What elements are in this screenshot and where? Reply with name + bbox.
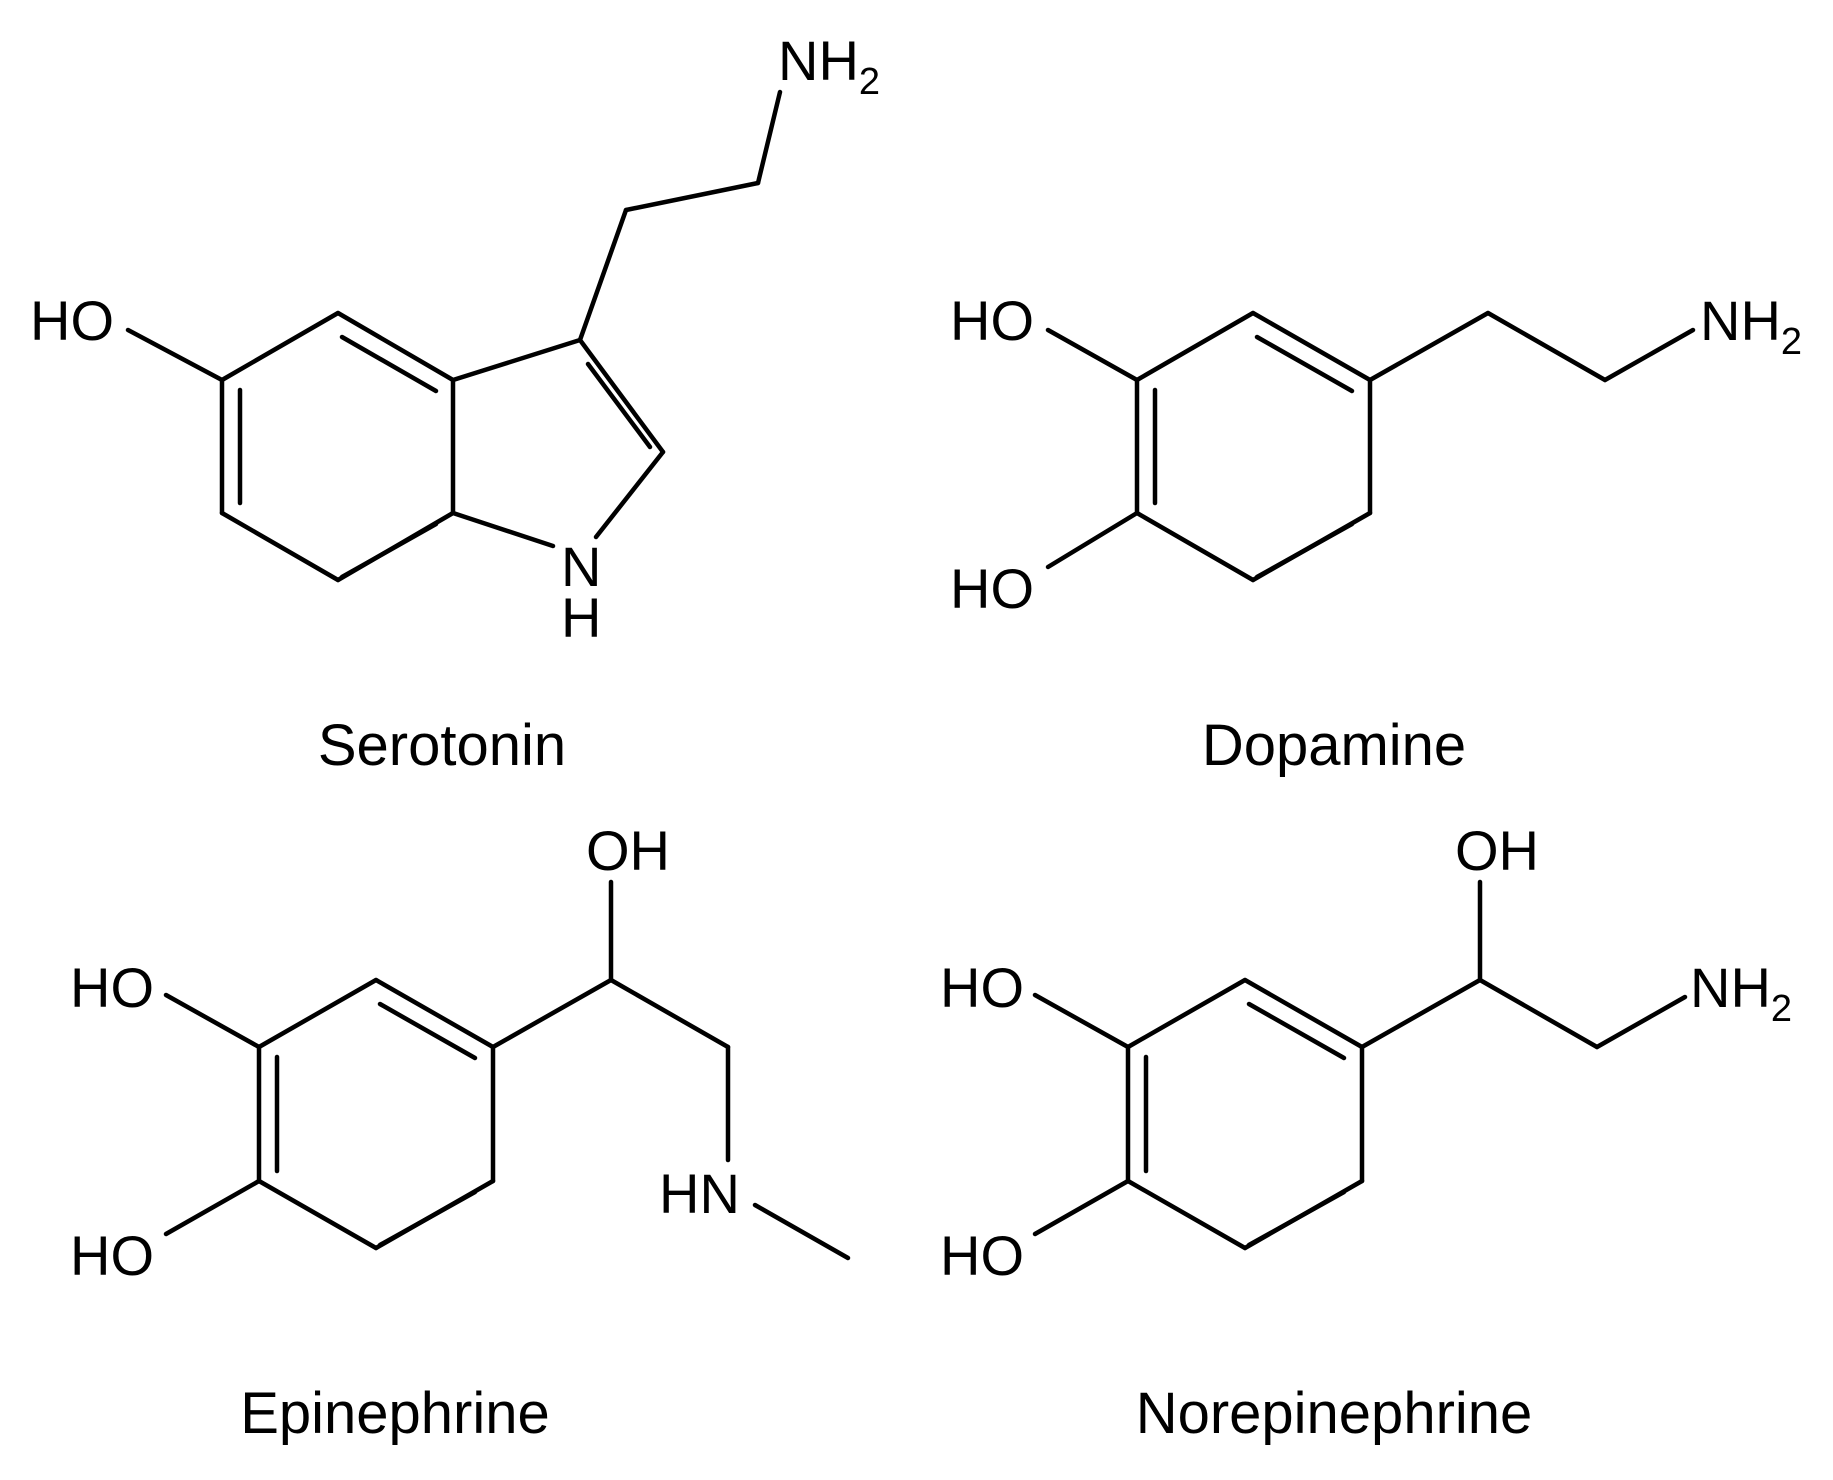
norepinephrine-amine-label: NH2	[1690, 956, 1792, 1030]
dopamine-hydroxyl-bottom-label: HO	[950, 557, 1034, 620]
serotonin-caption: Serotonin	[318, 713, 566, 778]
norepinephrine-side-hydroxyl-label: OH	[1455, 819, 1539, 882]
epinephrine-caption: Epinephrine	[240, 1381, 550, 1446]
dopamine-amine-label: NH2	[1700, 289, 1802, 363]
epinephrine-side-hydroxyl-label: OH	[586, 819, 670, 882]
norepinephrine-caption: Norepinephrine	[1136, 1381, 1533, 1446]
serotonin-structure: NH2 HO N H Serotonin	[30, 29, 880, 778]
serotonin-ring-nitrogen-label: N	[561, 535, 601, 598]
dopamine-bonds	[1045, 310, 1696, 583]
norepinephrine-hydroxyl-top-label: HO	[940, 956, 1024, 1019]
serotonin-amine-label: NH2	[778, 29, 880, 103]
epinephrine-hydroxyl-bottom-label: HO	[70, 1224, 154, 1287]
dopamine-hydroxyl-top-label: HO	[950, 289, 1034, 352]
serotonin-hydroxyl-label: HO	[30, 289, 114, 352]
norepinephrine-hydroxyl-bottom-label: HO	[940, 1224, 1024, 1287]
dopamine-caption: Dopamine	[1202, 713, 1466, 778]
epinephrine-hydroxyl-top-label: HO	[70, 956, 154, 1019]
norepinephrine-structure: OH HO HO NH2 Norepinephrine	[940, 819, 1792, 1446]
epinephrine-methylamine-label: HN	[659, 1162, 740, 1225]
epinephrine-bonds	[163, 879, 851, 1261]
dopamine-structure: HO HO NH2 Dopamine	[950, 289, 1802, 778]
epinephrine-structure: OH HO HO HN Epinephrine	[70, 819, 851, 1446]
norepinephrine-bonds	[1032, 879, 1688, 1251]
serotonin-ring-hydrogen-label: H	[561, 586, 601, 649]
serotonin-bonds	[125, 89, 783, 583]
